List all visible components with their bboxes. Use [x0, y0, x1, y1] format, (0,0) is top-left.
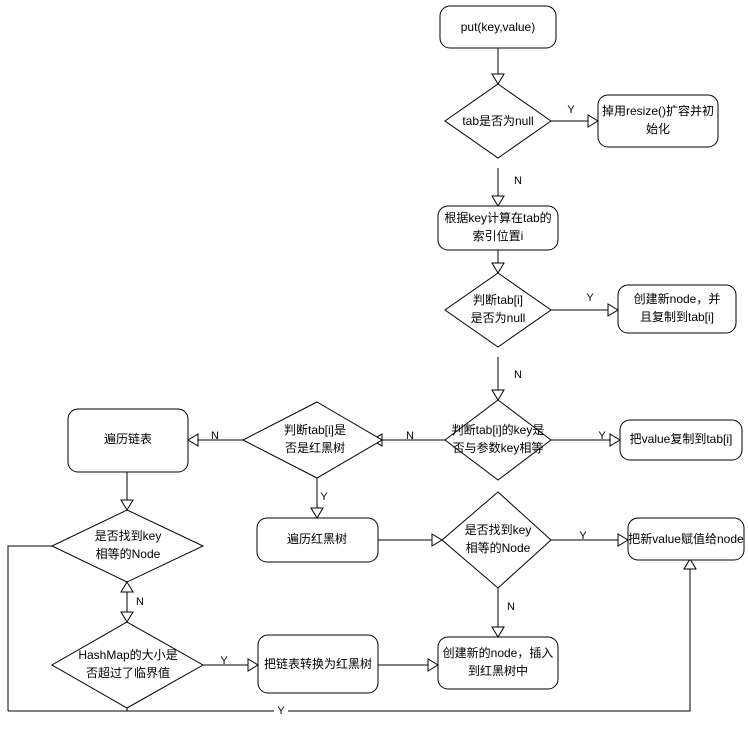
node-tab-null-label: tab是否为null [462, 114, 533, 128]
arrowhead-found-left-no-up [120, 581, 134, 593]
arrowhead-calc-index-to-tabi-null [491, 262, 505, 274]
node-assign-value-label: 把新value赋值给node [628, 531, 744, 546]
node-is-rbtree[interactable]: 判断tab[i]是 否是红黑树 [241, 401, 383, 479]
node-threshold-shape [50, 621, 205, 709]
arrowhead-tabi-null-no [491, 389, 505, 401]
node-new-node-rbtree-shape [437, 636, 559, 690]
node-new-node-copy-label-line2: 且复制到tab[i] [640, 310, 714, 324]
arrowhead-bottom-return-rail [683, 558, 697, 570]
node-threshold[interactable]: HashMap的大小是 否超过了临界值 [50, 621, 205, 709]
node-threshold-label-line2: 否超过了临界值 [86, 665, 170, 680]
edge-label-tab-null-no: N [514, 175, 522, 187]
node-found-node-left[interactable]: 是否找到key 相等的Node [50, 509, 205, 583]
edge-label-found-right-yes: Y [579, 530, 587, 542]
node-list-to-rbtree-label: 把链表转换为红黑树 [264, 656, 372, 671]
node-list-to-rbtree-shape [257, 634, 379, 694]
node-calc-index-label-line2: 索引位置i [473, 228, 524, 243]
arrowhead-list-to-rbtree-to-new-node [427, 658, 439, 672]
arrowhead-tab-null-yes [587, 114, 599, 128]
arrowhead-found-right-yes [617, 533, 629, 547]
node-new-node-copy[interactable]: 创建新node，并 且复制到tab[i] [617, 284, 737, 334]
node-calc-index[interactable]: 根据key计算在tab的 索引位置i [437, 205, 559, 251]
edge-label-is-rbtree-yes: Y [320, 491, 328, 503]
node-resize-label-line2: 始化 [646, 122, 670, 136]
node-threshold-label-line1: HashMap的大小是 [78, 647, 177, 662]
node-new-node-rbtree-label-line1: 创建新的node，插入 [443, 645, 554, 660]
node-copy-value-shape [619, 419, 743, 461]
node-found-node-left-shape [50, 509, 205, 583]
node-resize-label-line1: 掉用resize()扩容并初 [602, 103, 714, 118]
node-tabi-null[interactable]: 判断tab[i] 是否为null [444, 272, 552, 348]
arrowhead-traverse-list-to-found-left [120, 499, 134, 511]
edges-layer [7, 48, 697, 712]
node-tab-null[interactable]: tab是否为null [444, 83, 552, 159]
node-new-node-copy-shape [617, 284, 737, 334]
node-new-node-copy-label-line1: 创建新node，并 [634, 291, 721, 306]
node-traverse-list-shape [67, 408, 189, 473]
edge-label-tab-null-yes: Y [567, 104, 575, 116]
edge-label-key-equal-no: N [406, 430, 414, 442]
arrowhead-start-to-tab-null [491, 73, 505, 85]
node-is-rbtree-label-line2: 否是红黑树 [285, 440, 345, 455]
edge-label-bottom-yes: Y [277, 705, 285, 717]
arrowhead-key-equal-yes [609, 433, 621, 447]
node-start[interactable]: put(key,value) [439, 5, 557, 49]
node-new-node-rbtree-label-line2: 到红黑树中 [468, 663, 528, 678]
arrowhead-tab-null-no [491, 195, 505, 207]
node-start-shape [439, 5, 557, 49]
node-found-node-right-label-line2: 相等的Node [466, 540, 531, 555]
arrowhead-traverse-rbtree-to-found-right [431, 533, 443, 547]
arrowhead-threshold-yes [247, 658, 259, 672]
node-found-node-right-label-line1: 是否找到key [465, 523, 532, 537]
edge-label-tabi-null-yes: Y [586, 292, 594, 304]
node-copy-value-label: 把value复制到tab[i] [630, 432, 733, 446]
edge-found-left-loop-rail [7, 545, 52, 711]
edge-labels-layer: Y N Y N Y N N Y N Y N Y Y [136, 104, 606, 719]
node-resize-shape [597, 94, 719, 148]
edge-label-tabi-null-no: N [514, 369, 522, 381]
arrowhead-is-rbtree-no [187, 433, 199, 447]
edge-label-bottom-yes-mask [274, 703, 288, 719]
node-is-rbtree-shape [241, 401, 383, 479]
edge-label-found-left-no: N [136, 596, 144, 608]
node-resize[interactable]: 掉用resize()扩容并初 始化 [597, 94, 719, 148]
node-key-equal[interactable]: 判断tab[i]的key是 否与参数key相等 [444, 399, 552, 481]
node-traverse-rbtree-shape [256, 517, 379, 563]
arrowhead-found-right-no [491, 626, 505, 638]
node-calc-index-label-line1: 根据key计算在tab的 [444, 210, 551, 225]
node-found-node-left-label-line1: 是否找到key [95, 529, 162, 543]
node-assign-value[interactable]: 把新value赋值给node [627, 517, 745, 561]
node-traverse-list[interactable]: 遍历链表 [67, 408, 189, 473]
edge-bottom-return-rail [8, 569, 691, 712]
node-assign-value-shape [627, 517, 745, 561]
node-key-equal-shape [444, 399, 552, 481]
node-list-to-rbtree[interactable]: 把链表转换为红黑树 [257, 634, 379, 694]
arrowhead-found-left-no-down [120, 611, 134, 623]
node-traverse-rbtree-label: 遍历红黑树 [287, 531, 347, 546]
node-is-rbtree-label-line1: 判断tab[i]是 [284, 422, 346, 437]
node-key-equal-label-line1: 判断tab[i]的key是 [452, 422, 545, 437]
arrowhead-is-rbtree-yes [310, 507, 324, 519]
node-traverse-rbtree[interactable]: 遍历红黑树 [256, 517, 379, 563]
node-traverse-list-label: 遍历链表 [104, 431, 152, 446]
arrowhead-tabi-null-yes [607, 303, 619, 317]
node-tabi-null-shape [444, 272, 552, 348]
node-tab-null-shape [444, 83, 552, 159]
edge-label-key-equal-yes: Y [598, 430, 606, 442]
node-calc-index-shape [437, 205, 559, 251]
node-new-node-rbtree[interactable]: 创建新的node，插入 到红黑树中 [437, 636, 559, 690]
node-tabi-null-label-line2: 是否为null [471, 311, 526, 325]
node-start-label: put(key,value) [461, 20, 535, 34]
node-key-equal-label-line2: 否与参数key相等 [453, 440, 544, 455]
node-tabi-null-label-line1: 判断tab[i] [473, 292, 523, 307]
node-found-node-right[interactable]: 是否找到key 相等的Node [441, 491, 552, 589]
edge-label-is-rbtree-no: N [211, 430, 219, 442]
edge-label-threshold-yes: Y [220, 655, 228, 667]
node-copy-value[interactable]: 把value复制到tab[i] [619, 419, 743, 461]
edge-label-found-right-no: N [507, 601, 515, 613]
node-found-node-left-label-line2: 相等的Node [96, 546, 161, 561]
node-found-node-right-shape [441, 491, 552, 589]
